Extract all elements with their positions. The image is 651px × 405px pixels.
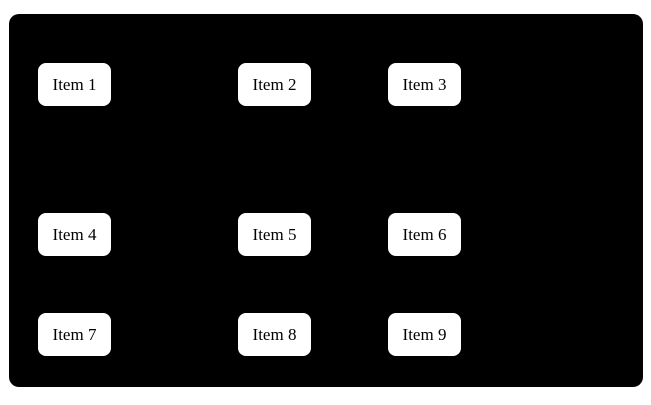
list-item[interactable]: Item 3: [388, 63, 461, 106]
list-item[interactable]: Item 2: [238, 63, 311, 106]
list-item[interactable]: Item 6: [388, 213, 461, 256]
list-item[interactable]: Item 8: [238, 313, 311, 356]
list-item[interactable]: Item 9: [388, 313, 461, 356]
list-item[interactable]: Item 1: [38, 63, 111, 106]
items-container: Item 1 Item 2 Item 3 Item 4 Item 5 Item …: [9, 14, 643, 387]
list-item[interactable]: Item 7: [38, 313, 111, 356]
list-item[interactable]: Item 4: [38, 213, 111, 256]
list-item[interactable]: Item 5: [238, 213, 311, 256]
